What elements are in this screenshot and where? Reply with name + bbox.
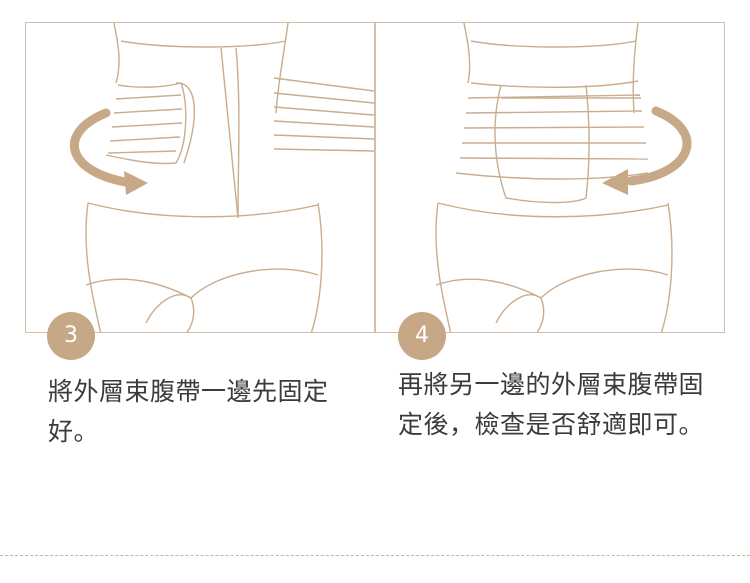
belly-wrap-step-3-drawing: [70, 23, 374, 332]
step-3-caption: 將外層束腹帶一邊先固定好。: [48, 377, 329, 446]
step-4-caption: 再將另一邊的外層束腹帶固定後，檢查是否舒適即可。: [398, 370, 705, 439]
step-number-badge: 3: [47, 312, 95, 360]
step-number-badge: 4: [398, 312, 446, 360]
dashed-divider: [0, 555, 750, 556]
step-4-illustration: [375, 22, 725, 333]
belly-wrap-step-4-drawing: [435, 23, 692, 332]
step-3-illustration: [25, 22, 375, 333]
